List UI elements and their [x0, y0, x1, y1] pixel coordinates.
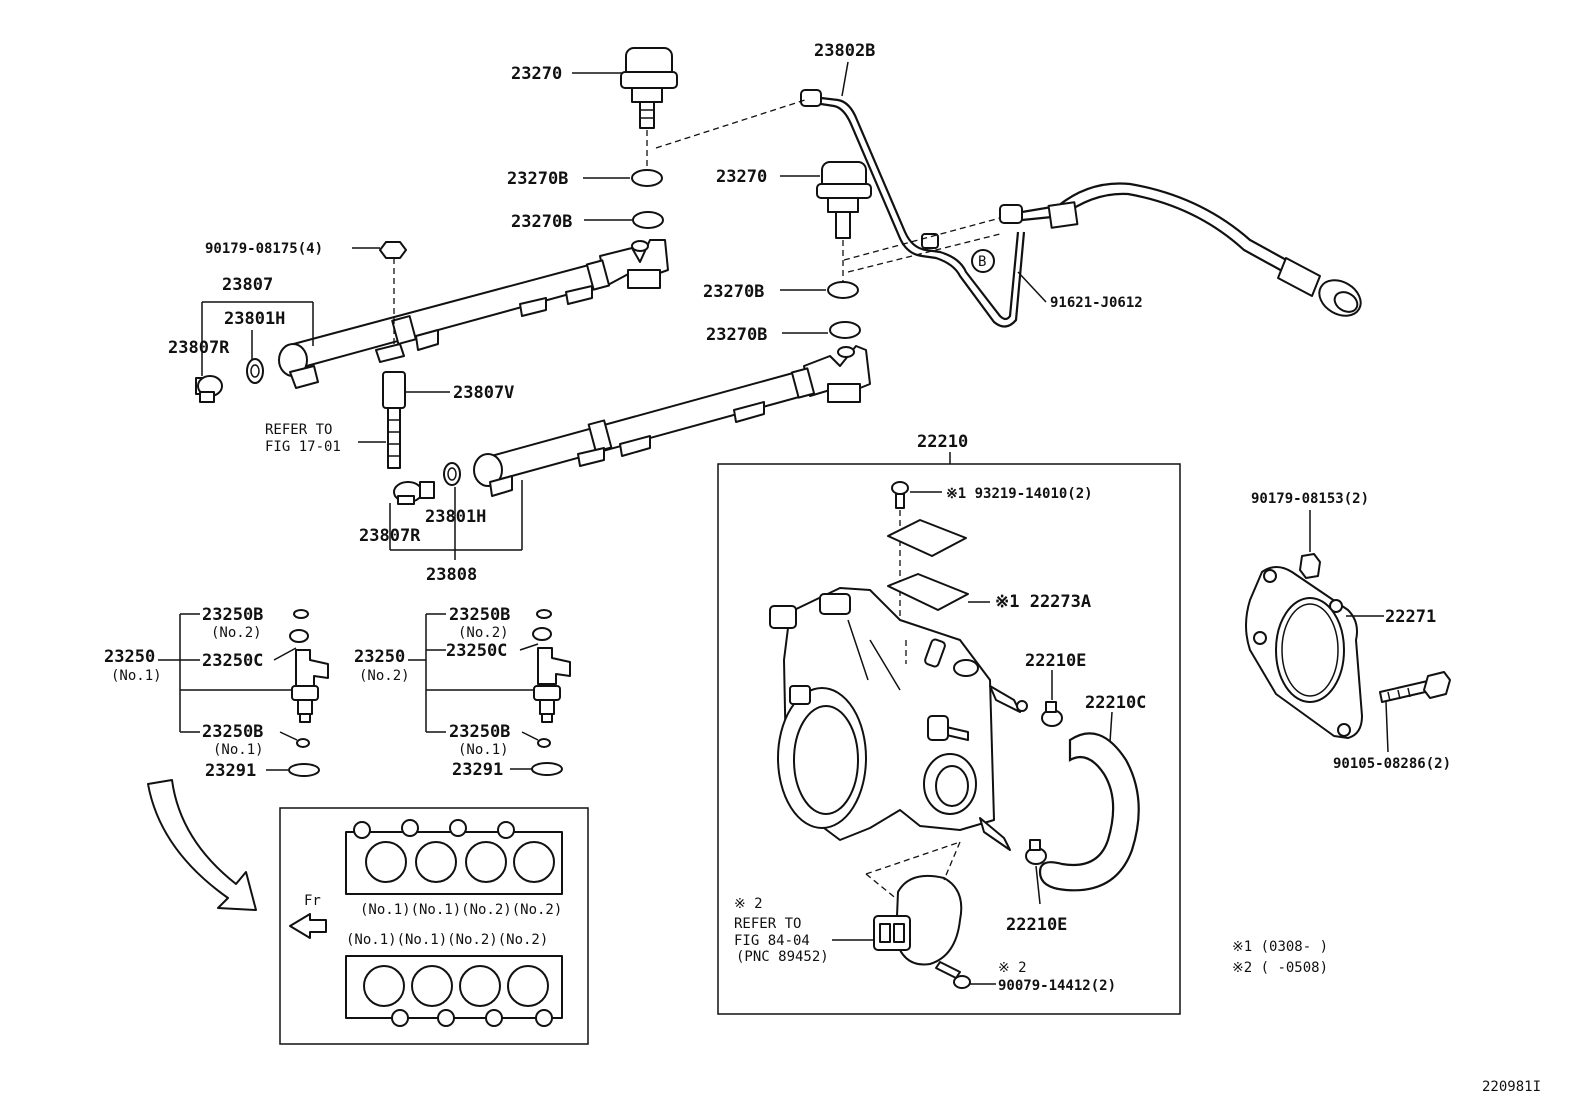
injector-layout-box [279, 807, 589, 1045]
collar-23807v [382, 371, 406, 409]
label-inj-right-23250b-1-sub: (No.1) [458, 742, 509, 758]
fuel-pipe-23802b [800, 89, 1362, 328]
injector-group-left [158, 609, 329, 777]
note-1: ※1 (0308- ) [1232, 939, 1328, 955]
label-inj-left-23250b-2: 23250B [202, 605, 263, 625]
label-inj-right-23291: 23291 [452, 760, 503, 780]
label-22210e-1: 22210E [1025, 651, 1086, 671]
label-22210: 22210 [917, 432, 968, 452]
fr-arrow-icon [289, 913, 327, 939]
label-refer-fig-17-a: REFER TO [265, 422, 332, 438]
label-23801h-2: 23801H [425, 507, 486, 527]
hose-22210c [1038, 732, 1140, 892]
label-23270-top: 23270 [511, 64, 562, 84]
plug-23807r-upper [195, 375, 223, 403]
callout-b [971, 249, 995, 273]
label-inj-left-23291: 23291 [205, 761, 256, 781]
label-23807r-1: 23807R [168, 338, 230, 358]
label-91621: 91621-J0612 [1050, 295, 1143, 311]
injector-group-right [408, 609, 571, 776]
throttle-body-box [717, 463, 1181, 1015]
gasket-22271 [1245, 566, 1363, 739]
label-23807r-2: 23807R [359, 526, 421, 546]
pulsation-damper-2 [816, 161, 872, 239]
label-gasket-top: (No.1)(No.1)(No.2)(No.2) [360, 902, 562, 918]
label-refer-84-mark: ※ 2 [734, 896, 763, 912]
label-93219: ※1 93219-14010(2) [946, 486, 1093, 502]
label-inj-right-23250-sub: (No.2) [359, 668, 410, 684]
pulsation-damper-top [620, 47, 678, 129]
label-inj-right-23250b-1: 23250B [449, 722, 510, 742]
plug-23807r-lower [393, 481, 435, 505]
label-90105: 90105-08286(2) [1333, 756, 1451, 772]
label-callout-b: B [978, 254, 986, 270]
gasket-22273a [887, 573, 969, 611]
label-23807v: 23807V [453, 383, 514, 403]
label-refer-84-a: REFER TO [734, 916, 801, 932]
throttle-position-sensor [873, 874, 963, 966]
label-inj-left-23250b-1-sub: (No.1) [213, 742, 264, 758]
stud [387, 407, 401, 469]
fuel-rail-23807 [278, 239, 669, 389]
label-inj-left-23250-sub: (No.1) [111, 668, 162, 684]
label-90179-08153: 90179-08153(2) [1251, 491, 1369, 507]
label-23802b: 23802B [814, 41, 875, 61]
label-23270-2: 23270 [716, 167, 767, 187]
label-23270b-1: 23270B [507, 169, 568, 189]
label-fr: Fr [304, 893, 321, 909]
curved-arrow-icon [147, 779, 257, 911]
label-refer-fig-17-b: FIG 17-01 [265, 439, 341, 455]
label-22210c: 22210C [1085, 693, 1146, 713]
label-gasket-bottom: (No.1)(No.1)(No.2)(No.2) [346, 932, 548, 948]
throttle-body [769, 587, 1028, 851]
label-23270b-4: 23270B [706, 325, 767, 345]
label-90079: 90079-14412(2) [998, 978, 1116, 994]
gasket-23270b-1 [631, 169, 663, 187]
cover-plate [887, 519, 967, 557]
fuel-rail-23808 [473, 345, 871, 497]
screw-93219 [891, 481, 909, 509]
label-inj-right-23250b-2-sub: (No.2) [458, 625, 509, 641]
label-inj-left-23250c: 23250C [202, 651, 263, 671]
label-inj-right-23250: 23250 [354, 647, 405, 667]
diagram-id: 220981I [1482, 1079, 1541, 1095]
label-inj-left-23250b-1: 23250B [202, 722, 263, 742]
label-inj-left-23250: 23250 [104, 647, 155, 667]
note-2: ※2 ( -0508) [1232, 960, 1328, 976]
label-inj-right-23250b-2: 23250B [449, 605, 510, 625]
label-23270b-3: 23270B [703, 282, 764, 302]
label-23807: 23807 [222, 275, 273, 295]
label-inj-left-23250b-2-sub: (No.2) [211, 625, 262, 641]
hose-clamp-lower [1025, 839, 1047, 865]
washer-23801h-lower [443, 462, 461, 486]
nut-90179-08153 [1299, 553, 1321, 579]
nut-90179-08175 [379, 241, 407, 259]
label-inj-right-23250c: 23250C [446, 641, 507, 661]
label-refer-84-c: (PNC 89452) [736, 949, 829, 965]
label-23270b-2: 23270B [511, 212, 572, 232]
label-refer-84-b: FIG 84-04 [734, 933, 810, 949]
label-90179-08175: 90179-08175(4) [205, 241, 323, 257]
label-22210e-2: 22210E [1006, 915, 1067, 935]
gasket-23270b-2 [632, 211, 664, 229]
label-22271: 22271 [1385, 607, 1436, 627]
label-23808: 23808 [426, 565, 477, 585]
screw-90079 [935, 961, 971, 989]
washer-23801h-upper [246, 358, 264, 384]
label-90079-mark: ※ 2 [998, 960, 1027, 976]
hose-clamp-upper [1041, 701, 1063, 727]
label-23801h-1: 23801H [224, 309, 285, 329]
bolt-90105 [1379, 671, 1451, 703]
label-22273a: ※1 22273A [995, 592, 1091, 612]
